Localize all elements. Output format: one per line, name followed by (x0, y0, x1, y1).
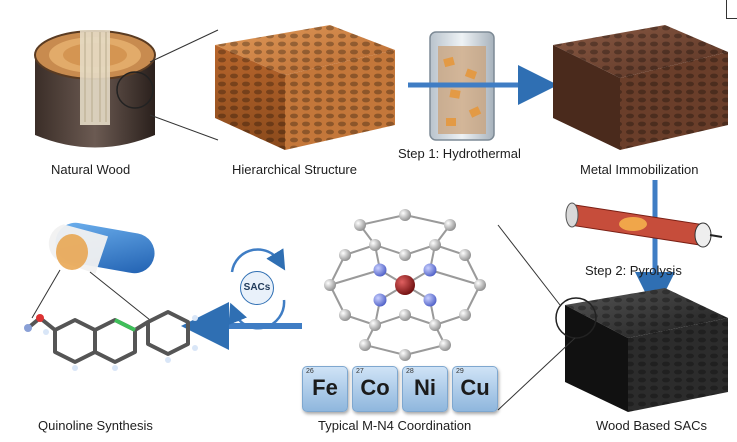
atomic-number: 26 (306, 368, 314, 375)
element-symbol: Cu (460, 375, 490, 400)
element-tile-co: 27 Co (352, 366, 398, 412)
cycle-arrow-bottom (228, 299, 286, 330)
metal-immobilized-block (553, 25, 728, 150)
sacs-badge: SACs (240, 271, 274, 305)
label-step1: Step 1: Hydrothermal (398, 146, 521, 161)
label-hierarchical-structure: Hierarchical Structure (232, 162, 357, 177)
element-tile-fe: 26 Fe (302, 366, 348, 412)
quinoline-highlights (24, 314, 198, 371)
element-tile-cu: 29 Cu (452, 366, 498, 412)
drug-capsule (31, 222, 155, 321)
pyrolysis-furnace (565, 180, 723, 312)
hierarchical-block (215, 25, 395, 150)
hydrothermal-vessel (429, 31, 495, 141)
element-symbol: Fe (312, 375, 338, 400)
corner-frame (726, 0, 737, 19)
element-symbol: Co (360, 375, 390, 400)
cycle-arrow-top (230, 248, 286, 273)
atomic-number: 28 (406, 368, 414, 375)
atomic-number: 29 (456, 368, 464, 375)
label-wood-based-sacs: Wood Based SACs (596, 418, 708, 433)
element-tile-ni: 28 Ni (402, 366, 448, 412)
label-coordination: Typical M-N4 Coordination (318, 418, 472, 433)
atomic-number: 27 (356, 368, 364, 375)
graphene-atoms (324, 209, 486, 361)
label-step2: Step 2: Pyrolysis (585, 263, 682, 278)
label-metal-immobilization: Metal Immobilization (580, 162, 699, 177)
wood-sacs-block (497, 224, 728, 412)
label-natural-wood: Natural Wood (51, 162, 131, 177)
label-quinoline-synthesis: Quinoline Synthesis (38, 418, 153, 433)
element-symbol: Ni (414, 375, 436, 400)
quinoline-molecule (26, 310, 190, 364)
natural-wood-log (34, 29, 219, 148)
